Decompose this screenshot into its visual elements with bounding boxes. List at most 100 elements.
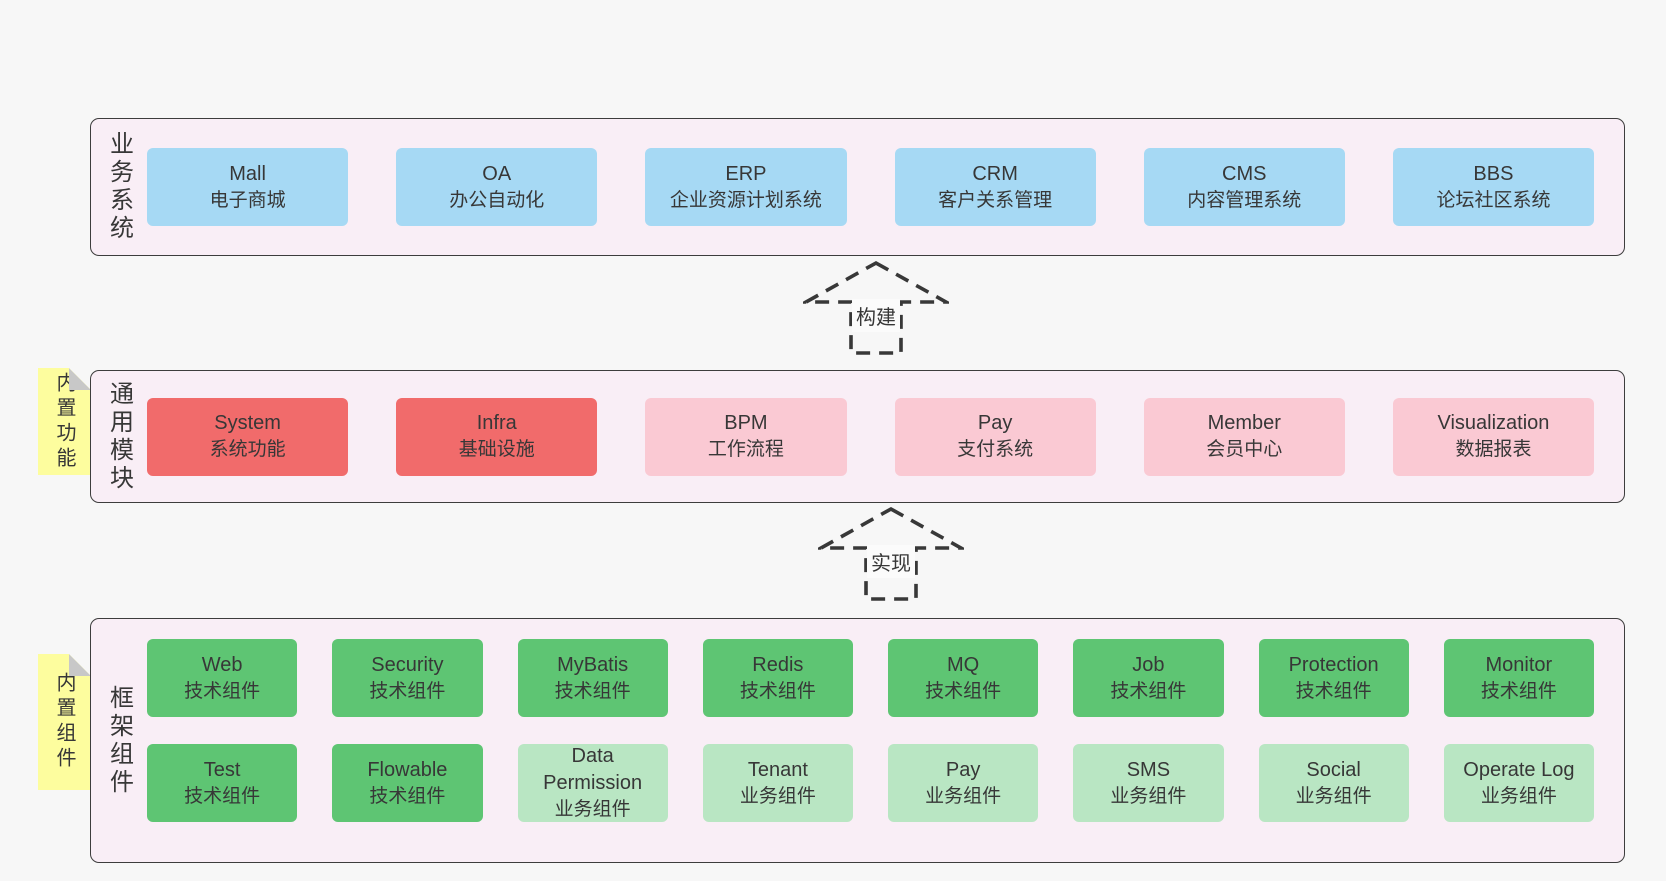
box-row: System 系统功能 Infra 基础设施 BPM 工作流程 Pay 支付系统 Member 会… (147, 397, 1595, 476)
box-desc: 技术组件 (925, 680, 1002, 702)
box-desc: 会员中心 (1206, 439, 1283, 461)
box-name: Infra (476, 412, 517, 435)
box-name: BBS (1473, 162, 1514, 185)
box-desc: 技术组件 (1295, 680, 1372, 702)
box-desc: 支付系统 (957, 439, 1034, 461)
box-name: Pay (977, 412, 1013, 435)
box-name: ERP (725, 162, 767, 185)
box-web: Web 技术组件 (147, 639, 298, 717)
box-mq: MQ 技术组件 (888, 639, 1039, 717)
box-name: CRM (972, 162, 1018, 185)
box-desc: 业务组件 (925, 785, 1002, 807)
box-name: System (214, 412, 281, 435)
layer-business-systems-rows: Mall 电子商城 OA 办公自动化 ERP 企业资源计划系统 CRM 客户关系管理 CMS 内容… (147, 119, 1624, 255)
box-desc: 技术组件 (1480, 680, 1557, 702)
box-tenant: Tenant 业务组件 (702, 744, 853, 822)
box-name: Security (371, 653, 444, 676)
box-desc: 基础设施 (458, 439, 535, 461)
sticky-note-built-in-components: 内置组件 (38, 654, 91, 790)
box-test: Test 技术组件 (147, 744, 298, 822)
box-desc: 技术组件 (184, 785, 261, 807)
box-name: Mall (229, 162, 266, 185)
box-name: MQ (947, 653, 980, 676)
box-desc: 业务组件 (739, 785, 816, 807)
box-name: Operate Log (1463, 758, 1575, 781)
box-cms: CMS 内容管理系统 (1143, 148, 1345, 226)
box-desc: 业务组件 (1480, 785, 1557, 807)
folded-corner-icon (69, 654, 91, 676)
box-desc: 系统功能 (209, 439, 286, 461)
box-name: CMS (1222, 162, 1267, 185)
arrow-implement-label: 实现 (867, 545, 915, 578)
box-desc: 客户关系管理 (938, 189, 1053, 211)
arrow-implement: 实现 (818, 505, 964, 603)
box-name: Protection (1288, 653, 1379, 676)
box-name: Member (1207, 412, 1281, 435)
box-name: SMS (1126, 758, 1171, 781)
sticky-note-label: 内置功能 (53, 371, 75, 472)
box-visualization: Visualization 数据报表 (1392, 397, 1595, 476)
box-member: Member 会员中心 (1143, 397, 1345, 476)
box-name: Tenant (747, 758, 808, 781)
box-desc: 电子商城 (209, 189, 286, 211)
box-flowable: Flowable 技术组件 (332, 744, 483, 822)
box-desc: 技术组件 (369, 785, 446, 807)
box-desc: 工作流程 (707, 439, 784, 461)
box-redis: Redis 技术组件 (702, 639, 853, 717)
box-pay: Pay 支付系统 (894, 397, 1096, 476)
box-name: OA (482, 162, 512, 185)
box-name: Job (1132, 653, 1165, 676)
box-job: Job 技术组件 (1073, 639, 1224, 717)
box-bpm: BPM 工作流程 (645, 397, 847, 476)
box-name: MyBatis (557, 653, 629, 676)
box-name: Social (1306, 758, 1361, 781)
box-desc: 技术组件 (739, 680, 816, 702)
box-row: Mall 电子商城 OA 办公自动化 ERP 企业资源计划系统 CRM 客户关系管理 CMS 内容… (147, 148, 1595, 226)
box-name: Web (201, 653, 243, 676)
folded-corner-icon (69, 368, 91, 390)
box-desc: 技术组件 (369, 680, 446, 702)
box-desc: 企业资源计划系统 (669, 189, 822, 211)
box-desc: 论坛社区系统 (1436, 189, 1551, 211)
box-desc: 办公自动化 (449, 189, 545, 211)
box-desc: 业务组件 (1295, 785, 1372, 807)
arrow-build: 构建 (803, 259, 949, 357)
box-system: System 系统功能 (147, 397, 349, 476)
layer-framework-components-label: 框架组件 (105, 684, 133, 797)
box-desc: 技术组件 (1110, 680, 1187, 702)
sticky-note-built-in-features: 内置功能 (38, 368, 91, 475)
box-desc: 内容管理系统 (1187, 189, 1302, 211)
box-name: Flowable (367, 758, 448, 781)
box-crm: CRM 客户关系管理 (894, 148, 1096, 226)
box-name: BPM (724, 412, 768, 435)
box-security: Security 技术组件 (332, 639, 483, 717)
box-name: Redis (752, 653, 804, 676)
box-desc: 数据报表 (1455, 439, 1532, 461)
box-desc: 技术组件 (184, 680, 261, 702)
box-pay: Pay 业务组件 (888, 744, 1039, 822)
box-name: Data Permission (543, 745, 643, 795)
box-mybatis: MyBatis 技术组件 (517, 639, 668, 717)
sticky-note-label: 内置组件 (53, 672, 75, 772)
layer-business-systems: 业务系统 Mall 电子商城 OA 办公自动化 ERP 企业资源计划系统 CRM 客户关系管理… (90, 118, 1625, 256)
box-oa: OA 办公自动化 (396, 148, 598, 226)
box-desc: 技术组件 (554, 680, 631, 702)
box-name: Test (203, 758, 241, 781)
box-bbs: BBS 论坛社区系统 (1392, 148, 1595, 226)
layer-business-systems-label: 业务系统 (105, 131, 133, 243)
box-monitor: Monitor 技术组件 (1443, 639, 1594, 717)
box-name: Monitor (1485, 653, 1553, 676)
box-infra: Infra 基础设施 (396, 397, 598, 476)
layer-common-modules-label: 通用模块 (105, 380, 133, 493)
box-name: Pay (945, 758, 981, 781)
layer-common-modules-rows: System 系统功能 Infra 基础设施 BPM 工作流程 Pay 支付系统 Member 会… (147, 371, 1624, 502)
layer-common-modules: 通用模块 System 系统功能 Infra 基础设施 BPM 工作流程 Pay 支付系统 Me… (90, 370, 1625, 503)
box-social: Social 业务组件 (1258, 744, 1409, 822)
box-name: Visualization (1437, 412, 1550, 435)
